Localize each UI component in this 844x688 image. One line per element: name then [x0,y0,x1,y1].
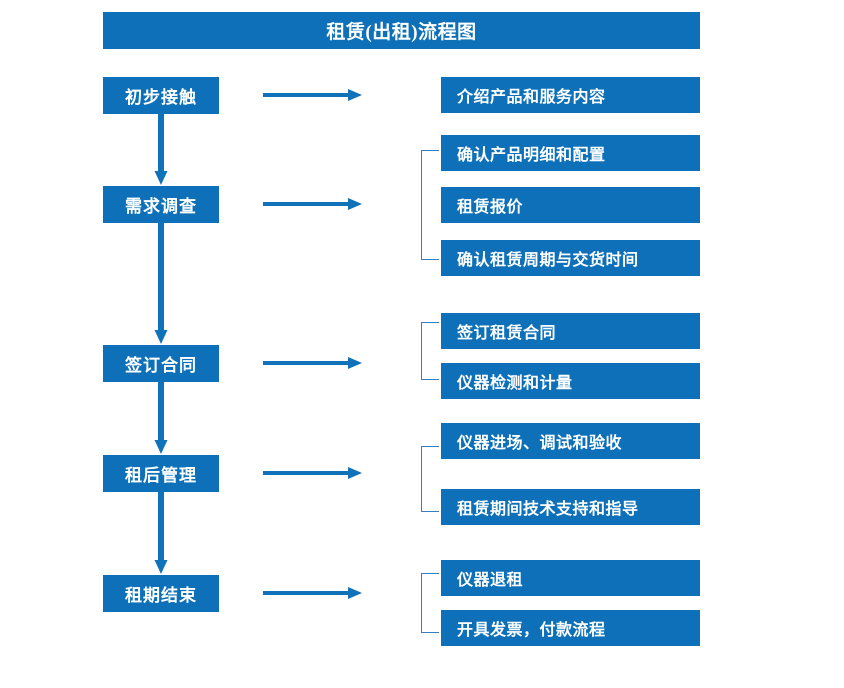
flow-arrow-down-2 [153,223,169,345]
group-bracket-sign-contract [421,322,439,380]
flow-arrow-down-3 [153,382,169,455]
link-arrow-right-2 [263,197,363,211]
detail-box-instrument-inspection[interactable]: 仪器检测和计量 [441,363,700,399]
detail-box-invoice-payment[interactable]: 开具发票，付款流程 [441,610,700,646]
detail-box-introduce-products[interactable]: 介绍产品和服务内容 [441,77,700,113]
link-arrow-right-4 [263,466,363,480]
detail-box-instrument-return[interactable]: 仪器退租 [441,560,700,596]
link-arrow-right-1 [263,88,363,102]
link-arrow-right-5 [263,586,363,600]
detail-box-technical-support[interactable]: 租赁期间技术支持和指导 [441,489,700,525]
detail-box-confirm-product-details[interactable]: 确认产品明细和配置 [441,135,700,171]
stage-box-rental-end[interactable]: 租期结束 [103,575,219,612]
detail-box-confirm-rental-period[interactable]: 确认租赁周期与交货时间 [441,240,700,276]
stage-box-requirement-survey[interactable]: 需求调查 [103,186,219,223]
detail-box-instrument-entry-commissioning[interactable]: 仪器进场、调试和验收 [441,423,700,459]
detail-box-sign-rental-contract[interactable]: 签订租赁合同 [441,313,700,349]
flow-arrow-down-1 [153,114,169,186]
stage-box-initial-contact[interactable]: 初步接触 [103,77,219,114]
group-bracket-post-rental-management [421,446,439,512]
flow-arrow-down-4 [153,492,169,575]
diagram-title: 租赁(出租)流程图 [103,12,700,49]
stage-box-sign-contract[interactable]: 签订合同 [103,345,219,382]
link-arrow-right-3 [263,356,363,370]
group-bracket-requirement-survey [421,150,439,260]
group-bracket-rental-end [421,573,439,633]
detail-box-rental-quotation[interactable]: 租赁报价 [441,187,700,223]
stage-box-post-rental-management[interactable]: 租后管理 [103,455,219,492]
